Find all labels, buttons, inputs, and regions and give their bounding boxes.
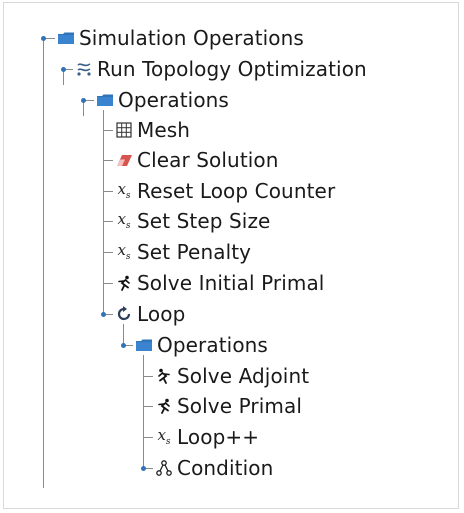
expand-toggle-simulation-operations[interactable] <box>41 36 46 41</box>
topology-optimization-icon <box>75 60 93 78</box>
tree-node-condition[interactable]: Condition <box>155 453 273 483</box>
tree-line-clear <box>103 160 113 161</box>
tree-node-run-topology-optimization[interactable]: Run Topology Optimization <box>75 54 367 84</box>
tree-node-label: Condition <box>177 456 274 480</box>
variable-icon: xs <box>117 209 131 231</box>
tree-line-loop-ops-children <box>143 355 144 468</box>
tree-line-loop <box>103 314 113 315</box>
expand-toggle-loop[interactable] <box>101 312 106 317</box>
tree-node-label: Loop++ <box>177 425 260 449</box>
tree-line-loop-ops <box>123 345 133 346</box>
tree-node-label: Reset Loop Counter <box>137 179 336 203</box>
tree-node-set-penalty[interactable]: xs Set Penalty <box>115 237 251 267</box>
expand-toggle-operations[interactable] <box>81 98 86 103</box>
tree-node-loop-operations[interactable]: Operations <box>135 330 268 360</box>
tree-line-penalty <box>103 252 113 253</box>
tree-line-run-h <box>63 69 73 70</box>
tree-node-label: Set Step Size <box>137 209 271 233</box>
tree-line-initial <box>103 283 113 284</box>
tree-node-operations[interactable]: Operations <box>96 85 229 115</box>
tree-line-mesh <box>103 130 113 131</box>
tree-line-step <box>103 221 113 222</box>
tree-node-loop-increment[interactable]: xs Loop++ <box>155 422 259 452</box>
running-solver-icon <box>155 397 173 415</box>
tree-line-primal <box>143 406 153 407</box>
tree-node-label: Operations <box>118 88 229 112</box>
tree-line-root <box>43 38 44 488</box>
tree-node-label: Clear Solution <box>137 148 279 172</box>
tree-node-label: Solve Primal <box>177 394 302 418</box>
running-solver-icon <box>115 274 133 292</box>
variable-icon: xs <box>117 240 131 262</box>
expand-toggle-condition[interactable] <box>141 466 146 471</box>
tree-panel <box>3 2 459 509</box>
folder-icon <box>96 91 114 109</box>
tree-node-set-step-size[interactable]: xs Set Step Size <box>115 206 270 236</box>
tree-node-solve-adjoint[interactable]: Solve Adjoint <box>155 361 309 391</box>
tree-node-solve-initial-primal[interactable]: Solve Initial Primal <box>115 268 324 298</box>
tree-line-condition <box>143 468 153 469</box>
condition-icon <box>155 459 173 477</box>
tree-node-simulation-operations[interactable]: Simulation Operations <box>57 23 304 53</box>
tree-node-label: Solve Adjoint <box>177 364 310 388</box>
tree-node-loop[interactable]: Loop <box>115 299 185 329</box>
tree-node-label: Loop <box>137 302 186 326</box>
mesh-grid-icon <box>115 121 133 139</box>
tree-node-clear-solution[interactable]: Clear Solution <box>115 145 279 175</box>
tree-node-reset-loop-counter[interactable]: xs Reset Loop Counter <box>115 176 335 206</box>
tree-node-label: Set Penalty <box>137 240 252 264</box>
tree-line-reset <box>103 191 113 192</box>
tree-node-label: Run Topology Optimization <box>97 57 367 81</box>
tree-node-label: Simulation Operations <box>79 26 304 50</box>
tree-line-root-h <box>43 38 55 39</box>
running-solver-icon <box>155 367 173 385</box>
tree-line-loop-child <box>123 324 124 345</box>
tree-node-solve-primal[interactable]: Solve Primal <box>155 391 302 421</box>
tree-line-run <box>63 69 64 85</box>
tree-line-loopinc <box>143 437 153 438</box>
tree-line-operations <box>83 100 84 116</box>
loop-icon <box>115 305 133 323</box>
tree-line-operations-h <box>83 100 94 101</box>
folder-icon <box>135 336 153 354</box>
tree-line-adjoint <box>143 376 153 377</box>
folder-icon <box>57 29 75 47</box>
tree-node-mesh[interactable]: Mesh <box>115 115 190 145</box>
variable-icon: xs <box>117 179 131 201</box>
tree-node-label: Operations <box>157 333 268 357</box>
variable-icon: xs <box>157 425 171 447</box>
tree-node-label: Mesh <box>137 118 191 142</box>
eraser-icon <box>115 151 133 169</box>
tree-node-label: Solve Initial Primal <box>137 271 325 295</box>
expand-toggle-run-topology[interactable] <box>61 67 66 72</box>
expand-toggle-loop-operations[interactable] <box>121 343 126 348</box>
tree-line-ops-children <box>103 110 104 315</box>
